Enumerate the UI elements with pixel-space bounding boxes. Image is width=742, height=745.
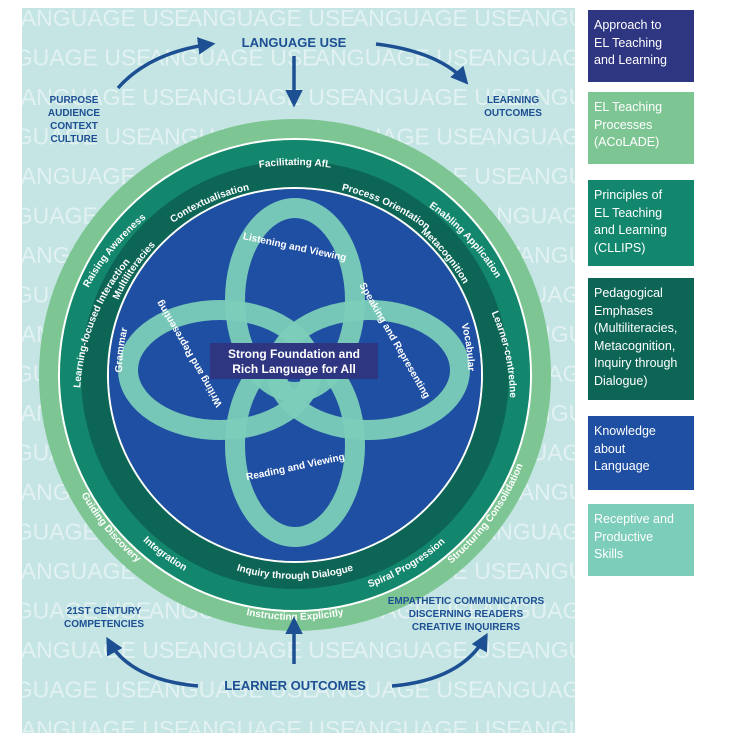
legend-line: Principles of — [594, 188, 663, 202]
left-bottom-item: 21ST CENTURY — [67, 606, 142, 617]
arrow-bottom-right — [391, 632, 488, 688]
legend-line: Language — [594, 459, 650, 473]
background-word: LANGUAGE USE — [8, 637, 190, 663]
legend-line: (Multiliteracies, — [594, 321, 678, 335]
background-word: LANGUAGE USE — [0, 598, 152, 624]
knowledge-divider — [107, 187, 483, 563]
background-word: LANGUAGE USE — [506, 716, 688, 742]
legend-line: Receptive and — [594, 512, 674, 526]
right-bottom-item: EMPATHETIC COMMUNICATORS — [388, 596, 545, 607]
center-box: Strong Foundation and Rich Language for … — [210, 343, 378, 379]
flow-arrows — [106, 37, 488, 688]
legend-line: Pedagogical — [594, 286, 663, 300]
legend-line: and Learning — [594, 53, 667, 67]
outer-ring-divider — [58, 138, 532, 612]
left-top-item: CONTEXT — [50, 121, 98, 132]
legend-line: and Learning — [594, 223, 667, 237]
legend-line: EL Teaching — [594, 205, 663, 220]
legend-line: (CLLIPS) — [594, 240, 646, 255]
legend-line: EL Teaching — [594, 100, 663, 114]
background-word: LANGUAGE USE — [0, 677, 152, 703]
background-word: LANGUAGE USE — [506, 637, 688, 663]
background-word: LANGUAGE USE — [0, 45, 152, 71]
background-word: LANGUAGE USE — [8, 716, 190, 742]
legend-line: Processes — [594, 117, 653, 132]
left-bottom-item: COMPETENCIES — [64, 619, 144, 630]
background-word: LANGUAGE USE — [136, 45, 318, 71]
arrow-top-right — [375, 42, 469, 85]
legend-line: Productive — [594, 529, 654, 544]
legend-line: Emphases — [594, 303, 654, 318]
legend-emphases: Pedagogical Emphases (Multiliteracies, M… — [588, 278, 694, 400]
background-word: LANGUAGE USE — [468, 677, 650, 703]
background-word: LANGUAGE USE — [506, 558, 688, 584]
background-word: LANGUAGE USE — [506, 5, 688, 31]
center-text-line-2: Rich Language for All — [232, 362, 356, 376]
arrow-bottom-left — [106, 636, 199, 688]
background-word: LANGUAGE USE — [0, 124, 152, 150]
acolade-facilitating-afl: Facilitating AfL — [258, 157, 332, 171]
legend-acolade: EL Teaching Processes (ACoLADE) — [588, 92, 694, 164]
legend-skills: Receptive and Productive Skills — [588, 504, 694, 576]
background-word: LANGUAGE USE — [174, 637, 356, 663]
background-word: LANGUAGE USE — [340, 5, 522, 31]
background-word: LANGUAGE USE — [506, 163, 688, 189]
arrow-top-left — [116, 37, 216, 90]
left-top-item: PURPOSE — [50, 95, 99, 106]
left-top-item: AUDIENCE — [48, 108, 101, 119]
legend-approach: Approach to EL Teaching and Learning — [588, 10, 694, 82]
background-word: LANGUAGE USE — [8, 84, 190, 110]
bottom-title: LEARNER OUTCOMES — [224, 678, 366, 693]
center-text-line-1: Strong Foundation and — [228, 347, 360, 361]
legend-knowledge: Knowledge about Language — [588, 416, 694, 490]
background-word: LANGUAGE USE — [340, 637, 522, 663]
acolade-instructing-explicitly: Instructing Explicitly — [246, 607, 345, 623]
background-word: LANGUAGE USE — [468, 598, 650, 624]
top-title: LANGUAGE USE — [242, 35, 347, 50]
background-word: LANGUAGE USE — [468, 45, 650, 71]
legend-line: (ACoLADE) — [594, 135, 660, 149]
right-bottom-item: DISCERNING READERS — [409, 609, 524, 620]
legend-line: about — [594, 441, 626, 456]
left-top-item: CULTURE — [50, 134, 97, 145]
background-word: LANGUAGE USE — [174, 5, 356, 31]
legend-cllips: Principles of EL Teaching and Learning (… — [588, 180, 694, 266]
background-word: LANGUAGE USE — [340, 716, 522, 742]
background-word: LANGUAGE USE — [468, 124, 650, 150]
background-word: LANGUAGE USE — [174, 716, 356, 742]
background-word: LANGUAGE USE — [8, 5, 190, 31]
legend-line: EL Teaching — [594, 35, 663, 50]
legend-line: Knowledge — [594, 424, 656, 438]
legend-line: Skills — [594, 547, 624, 561]
right-top-item: OUTCOMES — [484, 108, 542, 119]
legend-line: Inquiry through — [594, 356, 678, 370]
legend-line: Dialogue) — [594, 373, 648, 388]
legend-line: Metacognition, — [594, 338, 676, 353]
background-word: LANGUAGE USE — [340, 84, 522, 110]
background-word: LANGUAGE USE — [506, 84, 688, 110]
right-bottom-item: CREATIVE INQUIRERS — [412, 622, 520, 633]
right-top-item: LEARNING — [487, 95, 539, 106]
background-word: LANGUAGE USE — [302, 677, 484, 703]
legend-line: Approach to — [594, 18, 662, 32]
background-word: LANGUAGE USE — [174, 84, 356, 110]
